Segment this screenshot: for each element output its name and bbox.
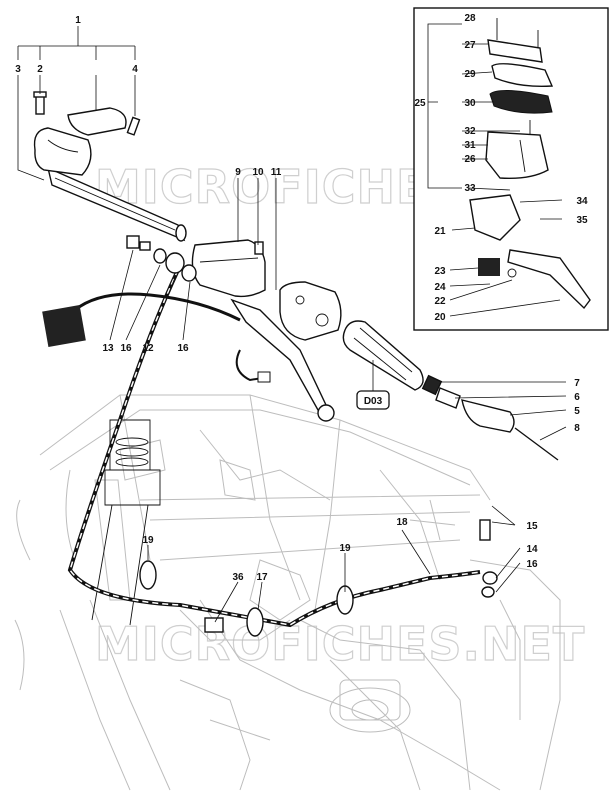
callout-16b: 16 xyxy=(177,343,189,354)
callout-27: 27 xyxy=(464,40,476,51)
handlebar-clamp xyxy=(33,91,141,176)
callout-35: 35 xyxy=(576,215,588,226)
bar-end-assembly xyxy=(421,374,559,461)
reference-box-label: D03 xyxy=(364,396,383,407)
watermark-bottom: MICROFICHES.NET xyxy=(95,617,585,671)
callout-31: 31 xyxy=(464,140,476,151)
callout-13: 13 xyxy=(102,343,114,354)
callout-24: 24 xyxy=(434,282,446,293)
callout-14: 14 xyxy=(526,544,538,555)
callout-labels: 1 2 3 4 9 10 11 13 16 12 16 28 27 29 25 … xyxy=(15,13,588,583)
callout-5: 5 xyxy=(574,406,580,417)
callout-10: 10 xyxy=(252,167,264,178)
callout-33: 33 xyxy=(464,183,476,194)
callout-28: 28 xyxy=(464,13,476,24)
brake-hose xyxy=(67,269,481,628)
wiring-harness xyxy=(42,292,271,383)
reference-box-d03: D03 xyxy=(356,360,390,410)
brake-master-cylinder xyxy=(191,239,266,298)
callout-2: 2 xyxy=(37,64,43,75)
callout-18: 18 xyxy=(396,517,408,528)
callout-9: 9 xyxy=(235,167,241,178)
callout-11: 11 xyxy=(271,167,282,178)
callout-19a: 19 xyxy=(142,535,154,546)
callout-3: 3 xyxy=(15,64,21,75)
inset-detail-box xyxy=(413,7,609,331)
callout-32: 32 xyxy=(464,126,476,137)
callout-17: 17 xyxy=(256,572,268,583)
motorcycle-frame-background xyxy=(14,394,561,791)
callout-26: 26 xyxy=(464,154,476,165)
callout-15: 15 xyxy=(526,521,538,532)
callout-23: 23 xyxy=(434,266,446,277)
callout-36: 36 xyxy=(232,572,244,583)
callout-8: 8 xyxy=(574,423,580,434)
leader-lines xyxy=(17,23,567,623)
callout-16a: 16 xyxy=(120,343,132,354)
banjo-fittings xyxy=(126,235,498,598)
switch-housing xyxy=(279,281,342,341)
callout-34: 34 xyxy=(576,196,588,207)
callout-7: 7 xyxy=(574,378,580,389)
callout-1: 1 xyxy=(75,15,81,26)
callout-22: 22 xyxy=(434,296,446,307)
callout-30: 30 xyxy=(464,98,476,109)
callout-12: 12 xyxy=(142,343,154,354)
brake-lever xyxy=(230,298,335,422)
handlebar xyxy=(46,166,187,242)
callout-21: 21 xyxy=(434,226,446,237)
callout-19b: 19 xyxy=(339,543,351,554)
front-fork xyxy=(91,419,161,626)
callout-25: 25 xyxy=(414,98,426,109)
callout-29: 29 xyxy=(464,69,476,80)
handlebar-grip xyxy=(342,320,424,391)
callout-6: 6 xyxy=(574,392,580,403)
callout-4: 4 xyxy=(132,64,138,75)
callout-20: 20 xyxy=(434,312,446,323)
callout-16c: 16 xyxy=(526,559,538,570)
